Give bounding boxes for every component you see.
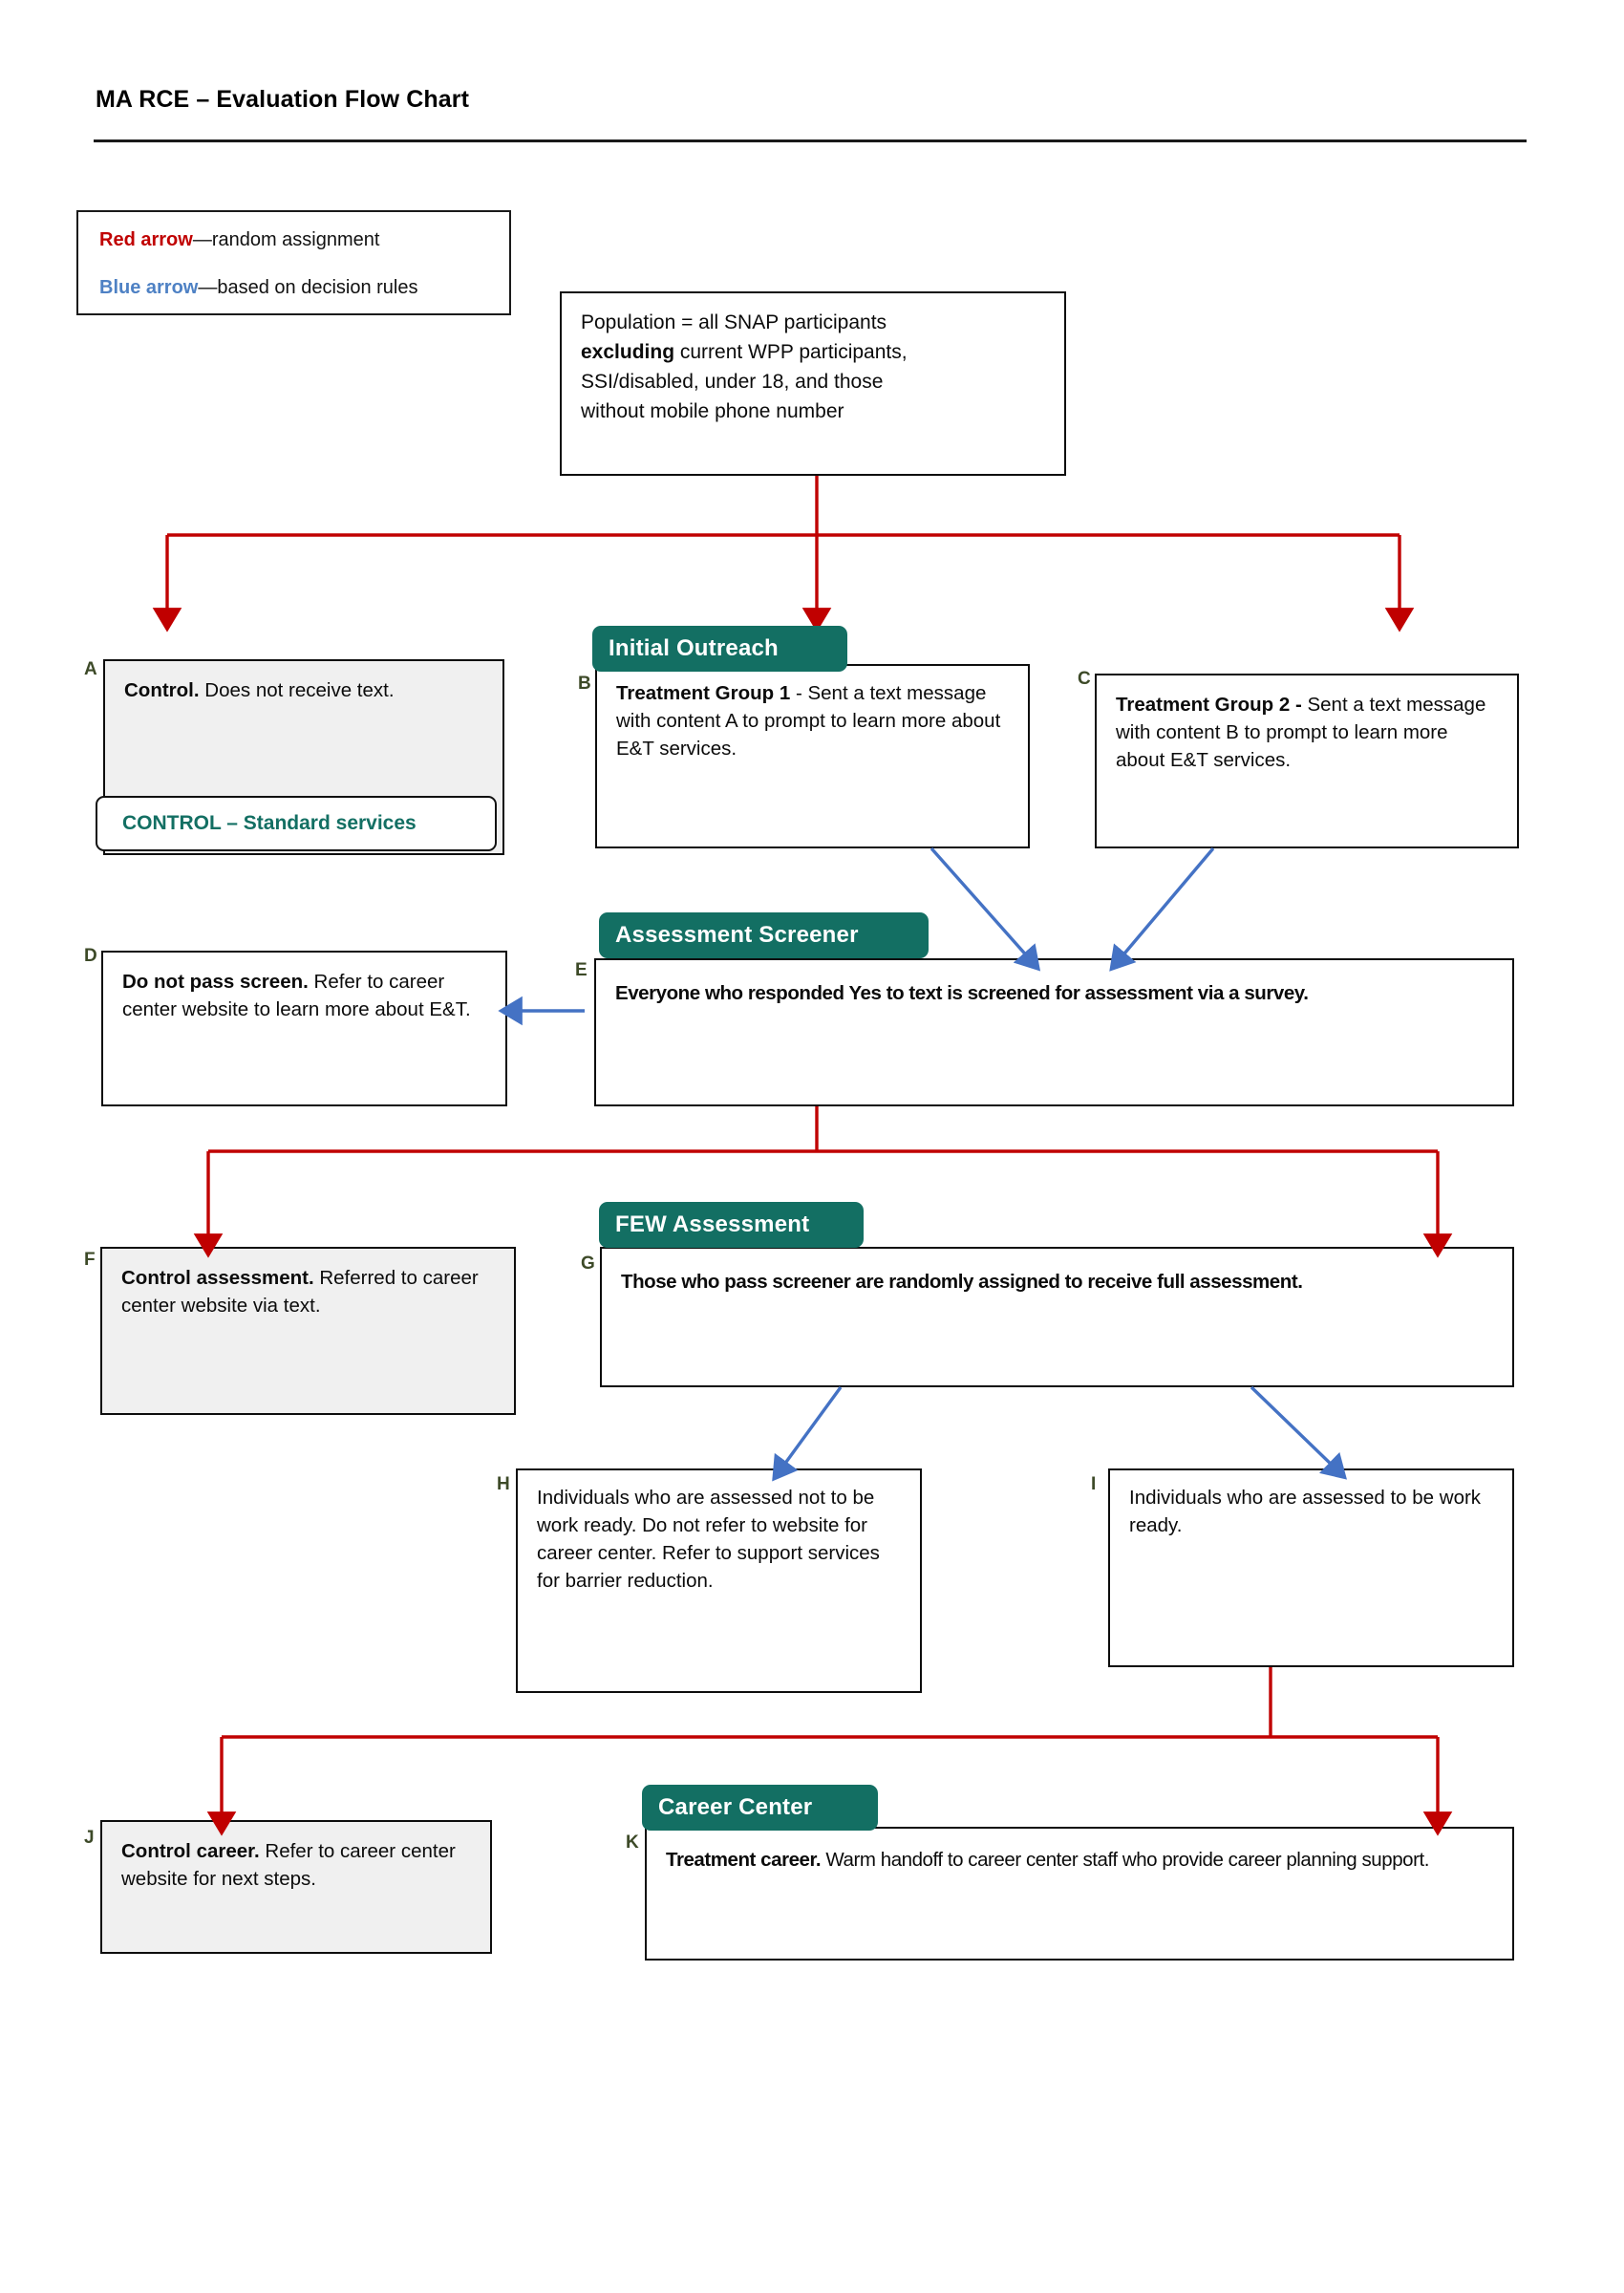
box-d-text: Do not pass screen. Refer to career cent… bbox=[122, 968, 490, 1023]
box-b-treatment-1: Treatment Group 1 - Sent a text message … bbox=[595, 664, 1030, 848]
box-d-do-not-pass: Do not pass screen. Refer to career cent… bbox=[101, 951, 507, 1106]
box-h-text: Individuals who are assessed not to be w… bbox=[537, 1484, 905, 1595]
box-j-control-career: Control career. Refer to career center w… bbox=[100, 1820, 492, 1954]
population-box: Population = all SNAP participants exclu… bbox=[560, 291, 1066, 476]
label-b: B bbox=[578, 674, 591, 694]
legend-row-red: Red arrow—random assignment bbox=[99, 229, 379, 251]
box-g-few-assessment: Those who pass screener are randomly ass… bbox=[600, 1247, 1514, 1387]
box-c-treatment-2: Treatment Group 2 - Sent a text message … bbox=[1095, 674, 1519, 848]
label-d: D bbox=[84, 946, 97, 966]
box-f-bold: Control assessment. bbox=[121, 1267, 314, 1289]
population-line2: current WPP participants, bbox=[674, 340, 908, 363]
tab-few-assessment-label: FEW Assessment bbox=[615, 1211, 810, 1237]
label-e: E bbox=[575, 960, 588, 980]
box-i-work-ready: Individuals who are assessed to be work … bbox=[1108, 1468, 1514, 1667]
box-h-rest: Individuals who are assessed not to be w… bbox=[537, 1487, 880, 1593]
box-c-rest: Sent a text message with content B to pr… bbox=[1116, 694, 1486, 772]
box-f-control-assessment: Control assessment. Referred to career c… bbox=[100, 1247, 516, 1415]
box-b-bold: Treatment Group 1 bbox=[616, 682, 791, 704]
box-f-text: Control assessment. Referred to career c… bbox=[121, 1264, 499, 1319]
control-pill-text: CONTROL – Standard services bbox=[122, 812, 417, 834]
label-j: J bbox=[84, 1828, 95, 1848]
box-j-text: Control career. Refer to career center w… bbox=[121, 1837, 475, 1893]
legend-blue-text: —based on decision rules bbox=[198, 277, 418, 298]
box-b-text: Treatment Group 1 - Sent a text message … bbox=[616, 679, 1013, 762]
label-h: H bbox=[497, 1474, 510, 1494]
box-f-rest: Referred to career center website via te… bbox=[121, 1267, 479, 1318]
legend-row-blue: Blue arrow—based on decision rules bbox=[99, 277, 418, 299]
label-f: F bbox=[84, 1250, 96, 1270]
label-i: I bbox=[1091, 1474, 1097, 1494]
legend-red-label: Red arrow bbox=[99, 229, 193, 250]
box-c-text: Treatment Group 2 - Sent a text message … bbox=[1116, 691, 1502, 774]
box-j-bold: Control career. bbox=[121, 1840, 260, 1862]
box-j-rest: Refer to career center website for next … bbox=[121, 1840, 456, 1891]
legend-box: Red arrow—random assignment Blue arrow—b… bbox=[76, 210, 511, 315]
box-k-bold: Treatment career. bbox=[666, 1849, 822, 1871]
label-k: K bbox=[626, 1832, 639, 1853]
box-a-bold: Control. bbox=[124, 679, 200, 701]
box-k-treatment-career: Treatment career. Warm handoff to career… bbox=[645, 1827, 1514, 1961]
tab-assessment-screener: Assessment Screener bbox=[599, 912, 929, 958]
tab-initial-outreach: Initial Outreach bbox=[592, 626, 847, 672]
box-k-rest: Warm handoff to career center staff who … bbox=[821, 1849, 1429, 1871]
population-line1: Population = all SNAP participants bbox=[581, 311, 887, 333]
tab-initial-outreach-label: Initial Outreach bbox=[609, 635, 779, 661]
population-line3: SSI/disabled, under 18, and those bbox=[581, 370, 884, 393]
tab-assessment-screener-label: Assessment Screener bbox=[615, 922, 859, 948]
label-a: A bbox=[84, 659, 97, 679]
control-standard-services-pill: CONTROL – Standard services bbox=[96, 796, 497, 851]
label-g: G bbox=[581, 1254, 595, 1274]
box-c-bold: Treatment Group 2 - bbox=[1116, 694, 1302, 716]
box-i-text: Individuals who are assessed to be work … bbox=[1129, 1484, 1497, 1539]
box-a-text: Control. Does not receive text. bbox=[124, 676, 487, 704]
population-bold: excluding bbox=[581, 340, 675, 363]
title-divider bbox=[94, 139, 1527, 142]
page-title: MA RCE – Evaluation Flow Chart bbox=[96, 86, 470, 113]
legend-blue-label: Blue arrow bbox=[99, 277, 199, 298]
box-b-rest: - Sent a text message with content A to … bbox=[616, 682, 1001, 761]
box-e-text: Everyone who responded Yes to text is sc… bbox=[615, 979, 1497, 1007]
box-e-screener: Everyone who responded Yes to text is sc… bbox=[594, 958, 1514, 1106]
box-a-rest: Does not receive text. bbox=[199, 679, 395, 701]
box-e-bold: Everyone who responded Yes to text is sc… bbox=[615, 982, 1309, 1004]
box-k-text: Treatment career. Warm handoff to career… bbox=[666, 1846, 1497, 1874]
box-i-rest: Individuals who are assessed to be work … bbox=[1129, 1487, 1482, 1537]
tab-career-center: Career Center bbox=[642, 1785, 878, 1831]
population-text: Population = all SNAP participants exclu… bbox=[581, 309, 1049, 426]
box-d-bold: Do not pass screen. bbox=[122, 971, 309, 993]
box-g-bold: Those who pass screener are randomly ass… bbox=[621, 1271, 1303, 1293]
population-line4: without mobile phone number bbox=[581, 399, 844, 422]
box-g-text: Those who pass screener are randomly ass… bbox=[621, 1268, 1497, 1296]
legend-red-text: —random assignment bbox=[192, 229, 380, 250]
box-d-rest: Refer to career center website to learn … bbox=[122, 971, 471, 1021]
tab-few-assessment: FEW Assessment bbox=[599, 1202, 864, 1248]
label-c: C bbox=[1078, 669, 1091, 689]
box-h-not-work-ready: Individuals who are assessed not to be w… bbox=[516, 1468, 922, 1693]
tab-career-center-label: Career Center bbox=[658, 1794, 813, 1820]
